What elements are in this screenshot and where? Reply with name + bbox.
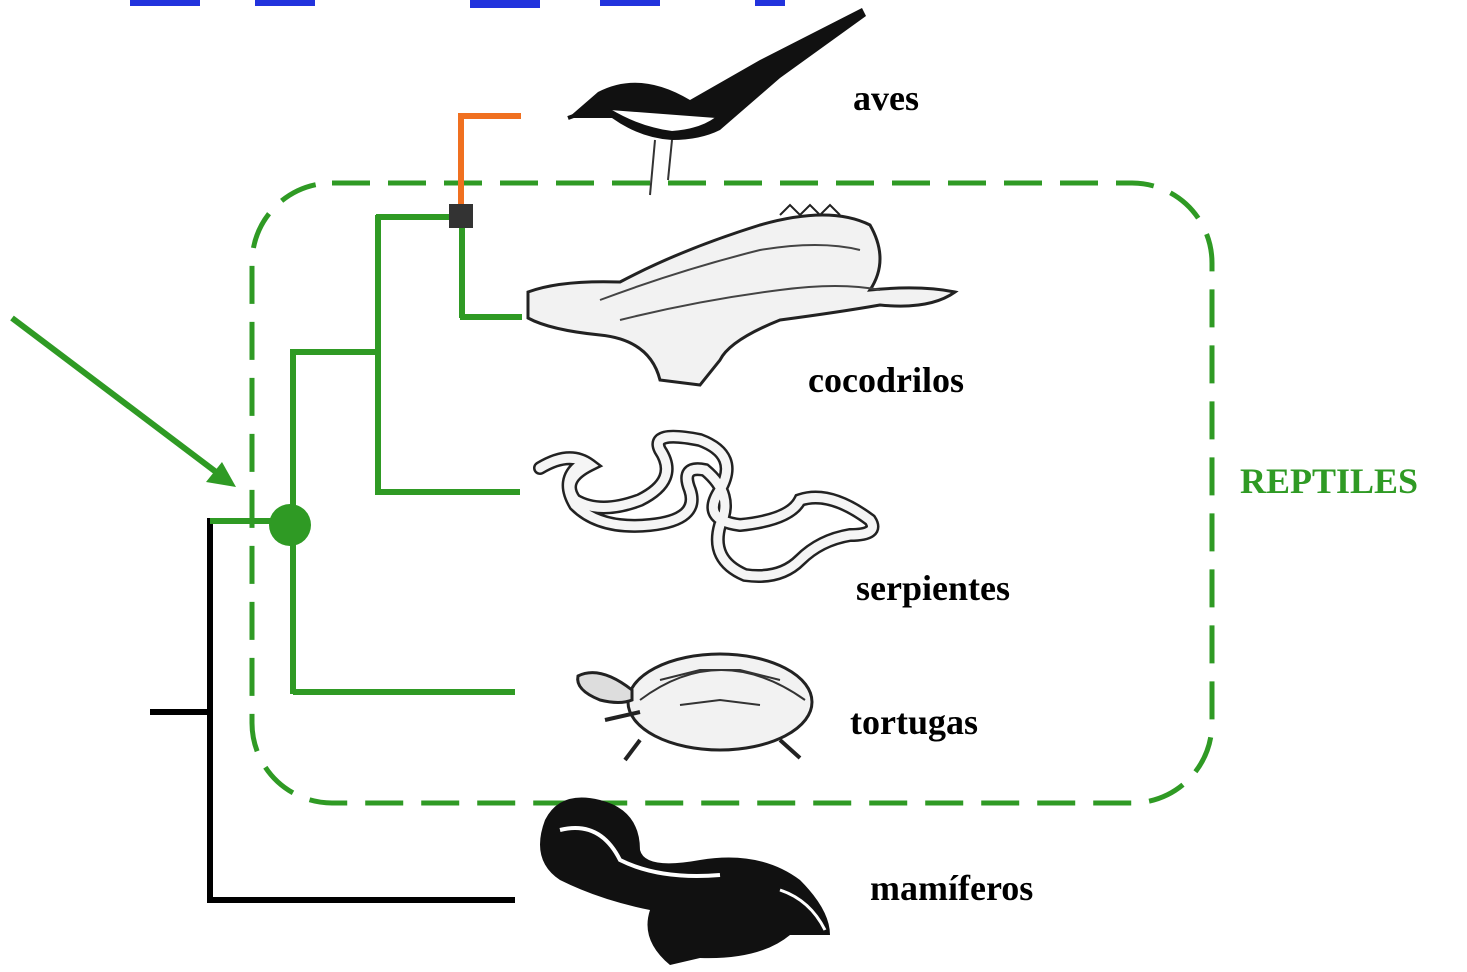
- taxon-label-serpientes: serpientes: [856, 568, 1010, 608]
- snake-icon: [540, 437, 873, 576]
- taxon-label-aves: aves: [853, 78, 919, 118]
- crocodile-icon: [528, 205, 955, 385]
- taxon-label-cocodrilos: cocodrilos: [808, 360, 964, 400]
- turtle-icon: [578, 654, 812, 760]
- skunk-icon: [540, 798, 830, 966]
- magpie-bird-icon: [568, 8, 866, 195]
- reptile-ancestor-node: [269, 504, 311, 546]
- taxon-label-tortugas: tortugas: [850, 702, 978, 742]
- reptile-branches: [210, 215, 522, 694]
- group-label-reptiles: REPTILES: [1240, 461, 1418, 501]
- archosaur-node-marker: [449, 204, 473, 228]
- taxon-label-mamiferos: mamíferos: [870, 868, 1033, 908]
- outgroup-branches: [150, 518, 515, 903]
- cropped-title-fragment: [130, 0, 785, 8]
- pointer-arrow: [12, 318, 236, 487]
- bird-branch: [458, 114, 521, 210]
